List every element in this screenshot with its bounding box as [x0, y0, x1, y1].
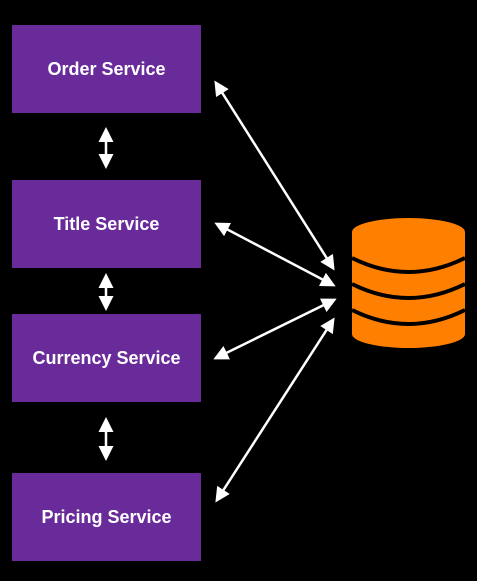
title-service-label: Title Service [53, 213, 160, 234]
title-service-box: Title Service [12, 180, 201, 268]
currency-database-arrow [213, 298, 337, 360]
pricing-service-box: Pricing Service [12, 473, 201, 561]
pricing-database-arrow [215, 317, 335, 503]
order-service-box: Order Service [12, 25, 201, 113]
currency-service-label: Currency Service [32, 347, 181, 368]
order-service-label: Order Service [47, 58, 166, 79]
title-database-arrow [214, 222, 336, 287]
pricing-service-label: Pricing Service [41, 506, 172, 527]
order-database-arrow [214, 80, 335, 271]
currency-service-box: Currency Service [12, 314, 201, 402]
database-icon [351, 218, 466, 348]
